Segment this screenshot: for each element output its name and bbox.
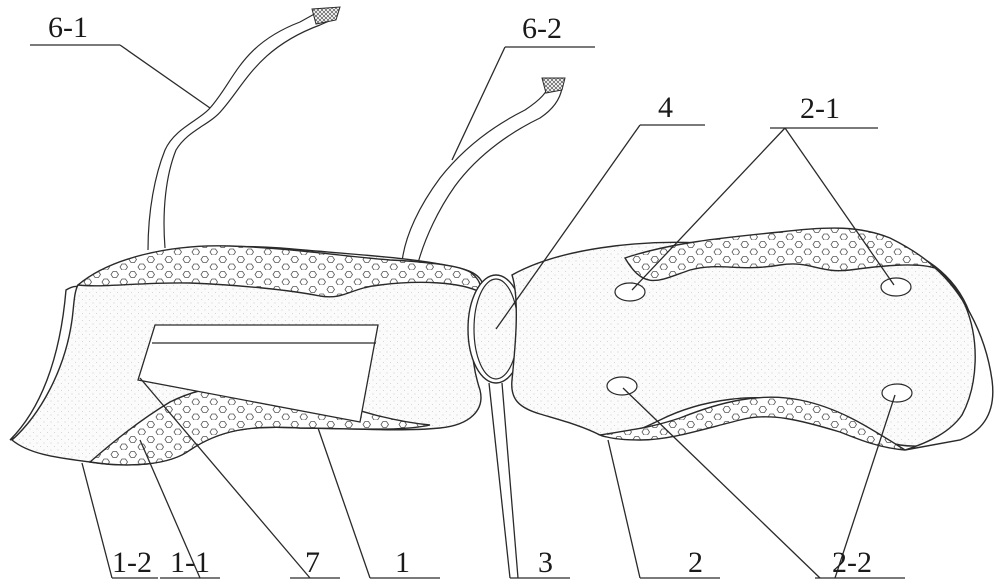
hole-2-2-right <box>882 384 912 402</box>
right-pad-2 <box>512 228 993 450</box>
label-2: 2 <box>688 546 703 579</box>
left-pad-1 <box>10 246 483 465</box>
label-1-1: 1-1 <box>170 546 210 579</box>
label-6-2: 6-2 <box>522 12 562 45</box>
label-3: 3 <box>538 546 553 579</box>
label-2-1: 2-1 <box>800 92 840 125</box>
label-1-2: 1-2 <box>112 546 152 579</box>
label-1: 1 <box>395 546 410 579</box>
label-6-1: 6-1 <box>48 11 88 44</box>
label-2-2: 2-2 <box>832 546 872 579</box>
label-7: 7 <box>305 546 320 579</box>
hole-2-1-right <box>881 278 911 296</box>
strap-6-1 <box>148 7 340 250</box>
label-4: 4 <box>658 91 673 124</box>
strap-6-2 <box>402 78 565 263</box>
hole-2-2-left <box>607 377 637 395</box>
strap-6-1-mesh-tip <box>312 7 340 24</box>
hole-2-1-left <box>615 283 645 301</box>
